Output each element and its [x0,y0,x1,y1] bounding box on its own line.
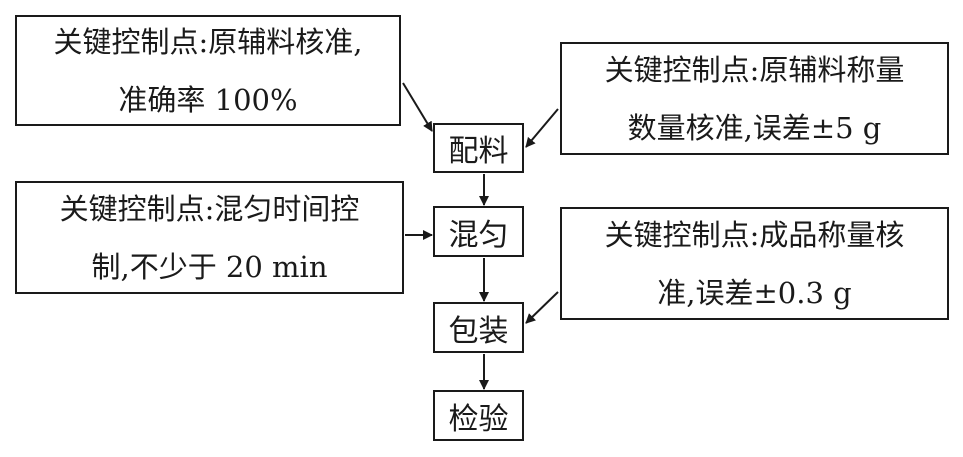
control-point-note-2: 关键控制点:原辅料称量 数量核准,误差±5 g [560,42,949,155]
note-2-line-1: 关键控制点:原辅料称量 [604,52,905,87]
process-step-3: 包装 [433,302,524,353]
note-2-line-2: 数量核准,误差±5 g [627,110,882,145]
note-1-line-1: 关键控制点:原辅料核准, [53,24,363,59]
note-3-line-1: 关键控制点:混匀时间控 [59,191,360,226]
control-point-note-4: 关键控制点:成品称量核 准,误差±0.3 g [560,207,949,320]
note-3-line-2: 制,不少于 20 min [91,249,328,284]
note-4-line-2: 准,误差±0.3 g [657,275,852,310]
arrow-note4-to-step3 [525,291,559,324]
arrow-note1-to-step1 [402,82,433,132]
control-point-note-3: 关键控制点:混匀时间控 制,不少于 20 min [15,181,404,294]
note-1-line-2: 准确率 100% [118,82,298,117]
arrow-note2-to-step1 [525,108,559,148]
process-step-4: 检验 [433,390,524,441]
control-point-note-1: 关键控制点:原辅料核准, 准确率 100% [15,15,401,126]
process-step-1: 配料 [433,123,524,173]
process-step-2: 混匀 [433,206,524,257]
note-4-line-1: 关键控制点:成品称量核 [604,217,905,252]
